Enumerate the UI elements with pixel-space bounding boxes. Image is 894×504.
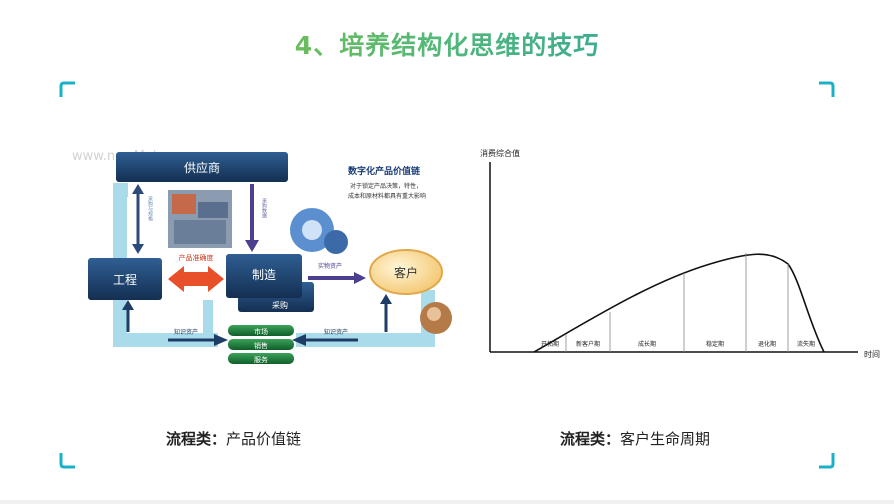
knowledge-assets-right-label: 知识资产: [324, 328, 348, 336]
corner-bracket-bottom-left: [58, 452, 76, 470]
digital-chain-desc-2: 成本和原材料都具有重大影响: [348, 192, 426, 200]
service-label: 服务: [254, 355, 268, 364]
value-chain-diagram: www.newMaker.com 供应商 采购与规格 采购数据 工程 产品准确度…: [68, 132, 468, 372]
loop-arrow-right: [296, 290, 428, 340]
phase-label: 流失期: [797, 340, 815, 348]
corner-bracket-top-right: [818, 80, 836, 98]
knowledge-assets-left-label: 知识资产: [174, 328, 198, 336]
lifecycle-xlabel: 时间: [864, 349, 880, 359]
caption-left: 流程类：产品价值链: [166, 428, 301, 449]
phase-label: 成长期: [638, 340, 656, 348]
caption-left-text: 产品价值链: [226, 430, 301, 448]
bottom-divider: [0, 500, 894, 504]
product-accuracy-arrow: [168, 266, 224, 292]
digital-chain-title: 数字化产品价值链: [348, 165, 421, 177]
lifecycle-ylabel: 消费综合值: [480, 148, 520, 158]
market-label: 市场: [254, 327, 268, 336]
corner-bracket-top-left: [58, 80, 76, 98]
sales-label: 销售: [254, 341, 268, 350]
engineering-label: 工程: [113, 272, 137, 287]
manufacturing-label: 制造: [252, 268, 276, 282]
caption-right-text: 客户生命周期: [620, 430, 710, 448]
caption-right: 流程类：客户生命周期: [560, 428, 710, 449]
product-accuracy-label: 产品准确度: [179, 253, 214, 262]
physical-assets-label: 实物资产: [318, 262, 342, 270]
slide-title: 4、培养结构化思维的技巧: [0, 26, 894, 62]
phase-label: 新客户期: [576, 340, 600, 348]
caption-right-prefix: 流程类：: [560, 430, 620, 448]
vertical-label-mid: 采购数据: [261, 197, 267, 219]
phase-label: 开拓期: [541, 340, 559, 348]
lifecycle-curve: [534, 254, 824, 352]
phase-label: 退化期: [758, 340, 776, 348]
vertical-label-left: 采购与规格: [147, 195, 153, 222]
customer-label: 客户: [394, 265, 418, 280]
supplier-label: 供应商: [184, 160, 220, 175]
caption-left-prefix: 流程类：: [166, 430, 226, 448]
phase-label: 稳定期: [706, 340, 724, 348]
corner-bracket-bottom-right: [818, 452, 836, 470]
customer-lifecycle-chart: 消费综合值 时间 开拓期 新客户期 成长期 稳定期 退化期 流失期: [470, 140, 880, 370]
purchasing-label: 采购: [272, 300, 288, 310]
digital-chain-desc-1: 对于锁定产品决策，特性，: [350, 182, 422, 190]
